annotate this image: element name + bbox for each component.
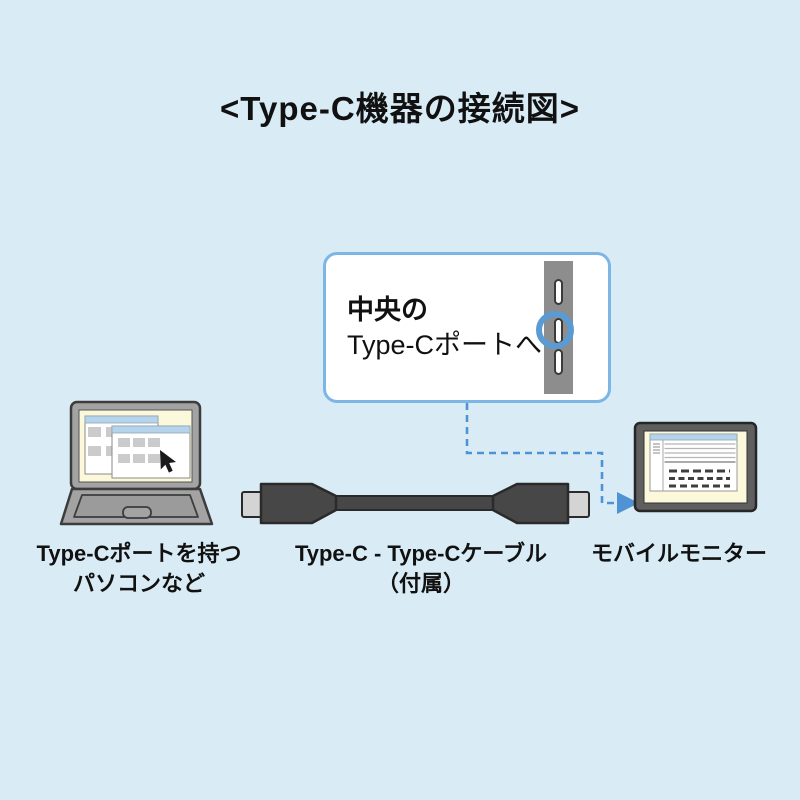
front-window <box>111 425 191 479</box>
callout-box: 中央の Type-Cポートへ <box>323 252 611 403</box>
toolbar-rows <box>664 443 736 463</box>
cable-cord <box>329 495 496 511</box>
cable-label-line2: （付属） <box>376 571 465 596</box>
type-c-port-icon <box>554 349 563 375</box>
laptop-icon <box>59 400 214 526</box>
laptop-label: Type-Cポートを持つ パソコンなど <box>19 539 259 599</box>
type-c-port-icon <box>554 279 563 305</box>
cable-plug-tip-right <box>565 491 590 518</box>
sidebar-menu-lines <box>653 443 660 454</box>
folder-icon <box>118 454 130 463</box>
page-title: <Type-C機器の接続図> <box>220 90 580 127</box>
callout-text: 中央の Type-Cポートへ <box>347 293 542 363</box>
callout-line: Type-Cポートへ <box>347 330 543 360</box>
folder-icon <box>88 427 101 437</box>
callout-heading: 中央の <box>347 295 428 325</box>
folder-icon <box>118 438 130 447</box>
cable-label-line1: Type-C - Type-Cケーブル <box>294 541 548 566</box>
folder-icon <box>148 454 160 463</box>
folder-icon <box>133 438 145 447</box>
cursor-icon <box>160 450 176 473</box>
monitor-label: モバイルモニター <box>590 541 767 566</box>
folder-icon <box>133 454 145 463</box>
laptop-keyboard <box>73 494 199 518</box>
laptop-trackpad <box>122 506 152 519</box>
text-rows <box>669 469 730 488</box>
highlight-circle-icon <box>536 311 574 349</box>
cable-label: Type-C - Type-Cケーブル （付属） <box>266 539 576 599</box>
type-c-cable-icon <box>241 482 590 525</box>
mobile-monitor-icon <box>633 421 758 513</box>
folder-icon <box>148 438 160 447</box>
monitor-window <box>649 433 738 492</box>
laptop-label-line2: パソコンなど <box>72 571 205 596</box>
folder-icon <box>88 446 101 456</box>
cable-connector-right <box>491 482 570 525</box>
cable-connector-left <box>259 482 338 525</box>
laptop-label-line1: Type-Cポートを持つ <box>36 541 242 566</box>
